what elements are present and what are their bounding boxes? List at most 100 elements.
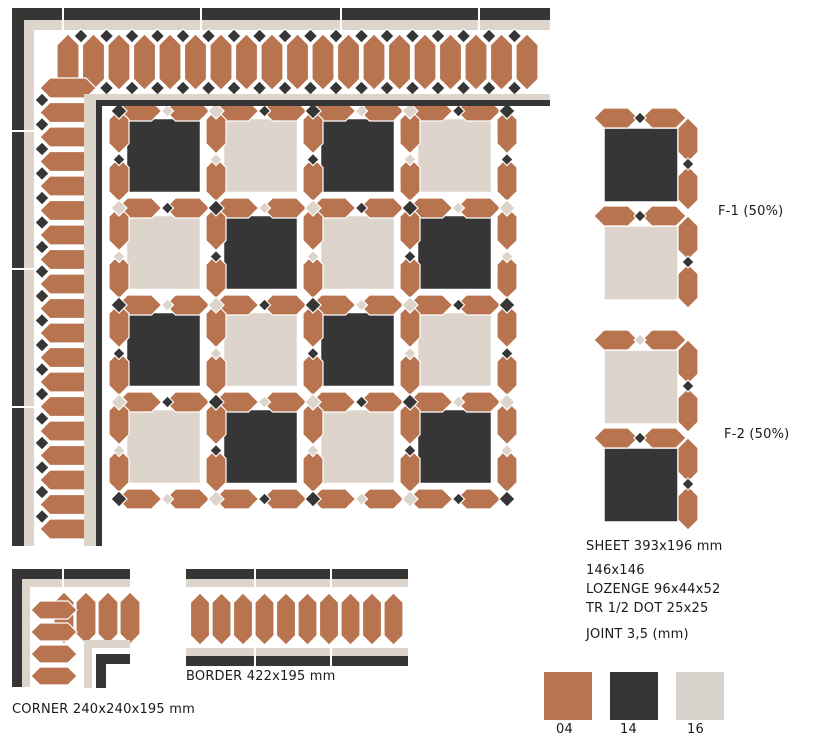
square-tile [319, 117, 396, 194]
square-tile [222, 311, 299, 388]
dot-tile [403, 443, 417, 458]
dot-tile [207, 199, 225, 217]
dot-tile [34, 508, 50, 525]
dot-tile [500, 443, 514, 458]
dot-tile [455, 28, 472, 44]
dot-tile [112, 443, 126, 458]
lozenge-tile [641, 329, 687, 351]
dot-tile [110, 102, 128, 120]
label-f1: F-1 (50%) [718, 204, 784, 219]
label-border: BORDER 422x195 mm [186, 669, 336, 684]
lozenge-tile [211, 592, 232, 646]
dot-tile [403, 152, 417, 167]
dot-tile [403, 346, 417, 361]
swatch-14 [610, 672, 658, 720]
square-tile [416, 311, 493, 388]
lozenge-tile [132, 33, 157, 91]
swatch-code-14: 14 [620, 722, 637, 737]
joint-line [200, 8, 202, 30]
lozenge-tile [119, 591, 141, 645]
dot-tile [500, 346, 514, 361]
lozenge-tile [158, 33, 182, 91]
dot-tile [451, 298, 466, 312]
dot-tile [401, 199, 419, 217]
lozenge-tile [677, 165, 699, 211]
dot-tile [633, 111, 647, 125]
dot-tile [34, 214, 50, 231]
dot-tile [304, 102, 322, 120]
joint-line [254, 569, 256, 587]
dot-tile [160, 104, 175, 118]
dot-tile [124, 28, 140, 44]
dot-tile [112, 152, 126, 167]
dot-tile [681, 477, 695, 491]
dot-tile [110, 393, 128, 411]
lozenge-tile [593, 107, 639, 129]
dot-tile [34, 263, 50, 280]
dot-tile [149, 28, 166, 44]
square-tile [603, 225, 679, 301]
dot-tile [112, 249, 126, 264]
lozenge-tile [489, 33, 514, 91]
lozenge-tile [75, 591, 97, 645]
corner-band [96, 654, 130, 664]
lozenge-tile [285, 33, 310, 91]
lozenge-tile [641, 205, 687, 227]
lozenge-tile [234, 33, 259, 91]
swatch-16 [676, 672, 724, 720]
dot-tile [401, 393, 419, 411]
dot-tile [451, 395, 466, 409]
dot-tile [354, 104, 369, 118]
square-tile [416, 408, 493, 485]
dot-tile [160, 298, 175, 312]
square-tile [125, 117, 202, 194]
border-cream-band [24, 20, 550, 30]
square-tile [125, 214, 202, 291]
lozenge-tile [340, 592, 361, 646]
border-inner-cream [96, 94, 550, 102]
joint-line [330, 569, 332, 587]
dot-tile [257, 395, 272, 409]
lozenge-tile [515, 33, 539, 91]
lozenge-tile [677, 215, 699, 261]
dot-tile [306, 152, 320, 167]
lozenge-tile [361, 592, 383, 646]
lozenge-tile [413, 33, 437, 91]
label-lozenge: LOZENGE 96x44x52 [586, 582, 721, 597]
lozenge-tile [311, 33, 335, 91]
dot-tile [354, 201, 369, 215]
dot-tile [209, 443, 223, 458]
dot-tile [209, 152, 223, 167]
lozenge-tile [260, 33, 284, 91]
sample-band [186, 656, 408, 666]
square-tile [603, 349, 679, 425]
square-tile [416, 117, 493, 194]
dot-tile [304, 296, 322, 314]
dot-tile [34, 484, 50, 500]
dot-tile [328, 28, 344, 44]
lozenge-tile [677, 339, 699, 385]
lozenge-tile [183, 33, 208, 91]
lozenge-tile [107, 33, 131, 91]
dot-tile [302, 28, 319, 44]
square-tile [222, 117, 299, 194]
lozenge-tile [593, 427, 639, 449]
lozenge-tile [677, 437, 699, 483]
border-cream-band [24, 20, 34, 546]
dot-tile [34, 165, 50, 182]
square-tile [319, 311, 396, 388]
dot-tile [306, 249, 320, 264]
dot-tile [681, 157, 695, 171]
lozenge-tile [30, 644, 78, 664]
dot-tile [498, 296, 516, 314]
dot-tile [226, 28, 242, 44]
lozenge-tile [297, 592, 318, 646]
dot-tile [200, 28, 217, 44]
square-tile [125, 408, 202, 485]
dot-tile [34, 116, 50, 133]
swatch-code-16: 16 [687, 722, 704, 737]
dot-tile [34, 337, 50, 353]
dot-tile [207, 102, 225, 120]
dot-tile [110, 490, 128, 508]
dot-tile [354, 395, 369, 409]
